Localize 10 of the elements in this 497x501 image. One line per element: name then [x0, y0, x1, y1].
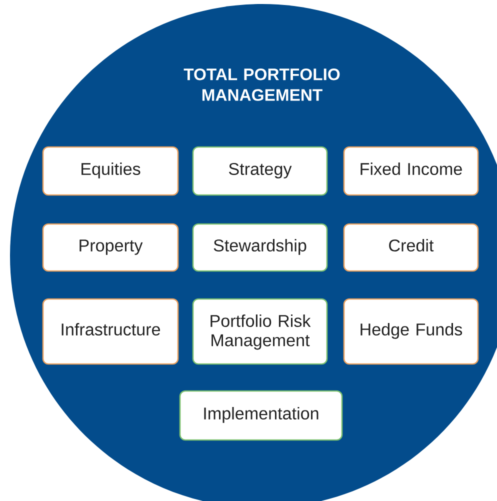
category-box: Portfolio Risk Management [192, 298, 328, 365]
category-box: Strategy [192, 146, 328, 196]
category-box: Hedge Funds [343, 298, 479, 365]
category-box: Credit [343, 223, 479, 272]
category-box: Equities [42, 146, 179, 196]
category-box: Implementation [179, 390, 343, 441]
category-box: Fixed Income [343, 146, 479, 196]
category-box: Infrastructure [42, 298, 179, 365]
category-box: Property [42, 223, 179, 272]
category-box: Stewardship [192, 223, 328, 272]
